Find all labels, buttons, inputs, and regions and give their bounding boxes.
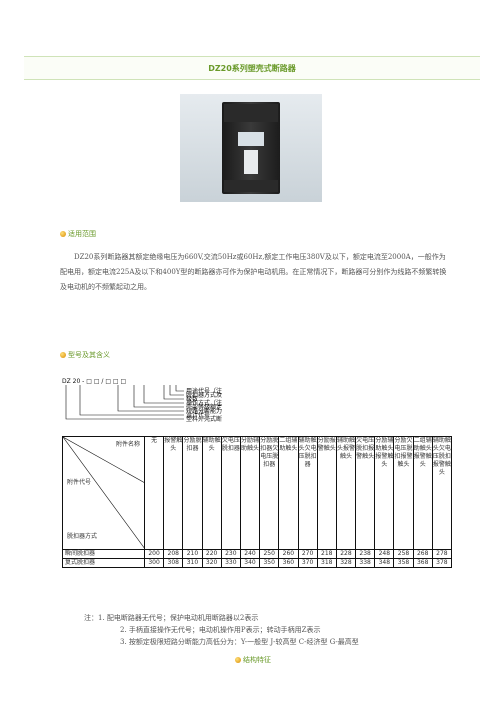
section-title-scope: 适用范围	[68, 230, 96, 238]
model-part-6: 短路分断能力级别(注3)	[186, 407, 222, 415]
section-model: 型号及其含义	[60, 350, 110, 360]
row-label: 复式脱扣器	[62, 558, 145, 568]
col-header: 欠电压脱扣报警触头	[355, 436, 376, 550]
table-cell: 210	[182, 549, 203, 559]
table-cell: 370	[297, 558, 318, 568]
col-header: 辅助触头	[201, 436, 222, 550]
title-bar: DZ20系列塑壳式断路器	[24, 56, 480, 80]
corner-top: 附件名称	[115, 441, 140, 448]
table-cell: 208	[163, 549, 184, 559]
corner-bottom: 脱扣器方式	[67, 533, 98, 540]
bullet-icon	[235, 657, 241, 663]
col-header: 分励报警触头	[316, 436, 337, 550]
table-cell: 270	[297, 549, 318, 559]
breaker-image	[222, 102, 280, 194]
table-cell: 248	[374, 549, 395, 559]
note-line: 3. 按额定极限短路分断能力高低分为：Y-一般型 J-较高型 C-经济型 G-最…	[120, 638, 359, 646]
col-header: 二组辅助触头	[278, 436, 299, 550]
corner-mid: 附件代号	[67, 479, 92, 486]
col-header: 欠电压脱扣器	[220, 436, 241, 550]
section-title-model: 型号及其含义	[68, 351, 110, 359]
col-header: 分励欠电压脱扣报警触头	[393, 436, 414, 550]
table-cell: 318	[316, 558, 337, 568]
table-cell: 300	[143, 558, 165, 568]
row-label: 瞬间脱扣器	[62, 549, 145, 559]
model-code-diagram: DZ 20 - □ □ / □ □ □ 用途代号（注1） 脱扣器方式及附件代号（…	[62, 378, 222, 423]
table-cell: 218	[316, 549, 337, 559]
table-cell: 230	[220, 549, 241, 559]
model-part-3: 极数	[186, 395, 198, 403]
table-cell: 238	[355, 549, 376, 559]
col-header: 无	[143, 436, 165, 550]
table-cell: 328	[335, 558, 357, 568]
table-cell: 378	[431, 558, 453, 568]
table-cell: 258	[393, 549, 414, 559]
table-row: 瞬间脱扣器 200 208 210 220 230 240 250 260 27…	[62, 549, 453, 559]
model-part-7: 设计代号	[186, 411, 210, 419]
table-cell: 358	[393, 558, 414, 568]
col-header: 二组辅助触头报警触头	[412, 436, 433, 550]
col-header: 分励脱扣器欠电压脱扣器	[259, 436, 280, 550]
table-cell: 308	[163, 558, 184, 568]
table-cell: 330	[220, 558, 241, 568]
col-header: 分励辅助触头报警触头	[374, 436, 395, 550]
section-title-structure: 结构特征	[243, 656, 271, 664]
table-cell: 250	[259, 549, 280, 559]
scope-paragraph: DZ20系列断路器其额定绝缘电压为660V,交流50Hz或60Hz,额定工作电压…	[60, 253, 447, 291]
table-cell: 338	[355, 558, 376, 568]
model-part-1: 用途代号（注1）	[186, 387, 222, 395]
section-structure: 结构特征	[235, 655, 271, 665]
table-cell: 260	[278, 549, 299, 559]
table-cell: 220	[201, 549, 222, 559]
table-cell: 310	[182, 558, 203, 568]
col-header: 分励脱扣器	[182, 436, 203, 550]
col-header: 分励辅助触头	[239, 436, 261, 550]
table-cell: 368	[412, 558, 433, 568]
accessory-table: 附件名称 附件代号 脱扣器方式 无 报警触头 分励脱扣器 辅助触头 欠电压脱扣器…	[62, 436, 453, 568]
bullet-icon	[60, 352, 66, 358]
table-cell: 340	[239, 558, 261, 568]
table-cell: 360	[278, 558, 299, 568]
col-header: 报警触头	[163, 436, 184, 550]
model-code: DZ 20 - □ □ / □ □ □	[62, 378, 126, 385]
col-header: 辅助触头报警触头	[335, 436, 357, 550]
table-cell: 240	[239, 549, 261, 559]
col-header: 辅助触头欠电压脱扣器	[297, 436, 318, 550]
table-cell: 200	[143, 549, 165, 559]
model-part-8: 塑料外壳式断路器	[186, 415, 222, 423]
section-scope: 适用范围	[60, 229, 96, 239]
table-cell: 268	[412, 549, 433, 559]
note-line: 2. 手柄直接操作无代号；电动机操作用P表示；转动手柄用Z表示	[120, 626, 321, 634]
table-cell: 278	[431, 549, 453, 559]
table-cell: 320	[201, 558, 222, 568]
product-photo	[180, 94, 322, 202]
page-title: DZ20系列塑壳式断路器	[208, 63, 296, 73]
bullet-icon	[60, 231, 66, 237]
table-cell: 348	[374, 558, 395, 568]
model-part-2: 脱扣器方式及附件代号（见表）	[186, 391, 222, 399]
model-part-5: 壳架等级额定电流	[186, 403, 222, 411]
col-header: 辅助触头欠电压脱扣报警触头	[431, 436, 453, 550]
note-line: 注：1. 配电断路器无代号；保护电动机用断路器以2表示	[84, 614, 259, 622]
table-cell: 350	[259, 558, 280, 568]
table-cell: 228	[335, 549, 357, 559]
model-part-4: 操作方式（注2）	[186, 399, 222, 407]
table-row: 复式脱扣器 300 308 310 320 330 340 350 360 37…	[62, 558, 453, 568]
table-corner: 附件名称 附件代号 脱扣器方式	[62, 436, 145, 550]
notes: 注：1. 配电断路器无代号；保护电动机用断路器以2表示 2. 手柄直接操作无代号…	[84, 612, 359, 648]
